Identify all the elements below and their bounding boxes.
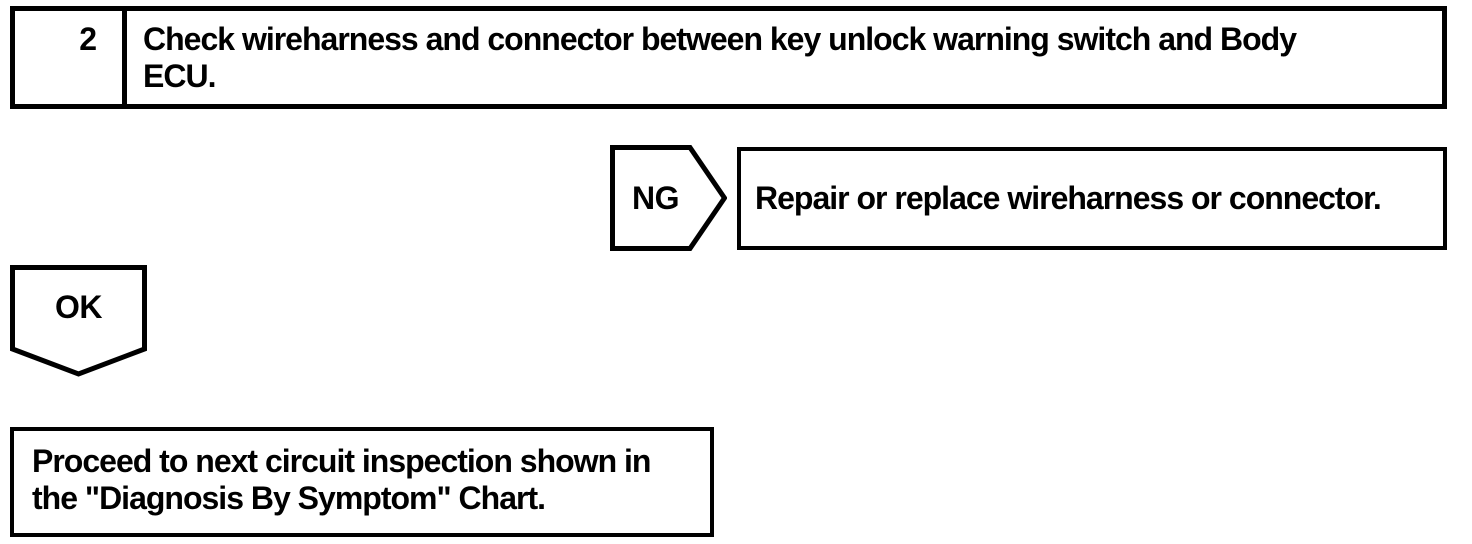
ng-connector: NG — [610, 145, 727, 251]
ng-label: NG — [632, 179, 680, 216]
ok-connector: OK — [10, 265, 147, 377]
ng-pentagon-icon — [610, 145, 727, 251]
step-instruction-cell: Check wireharness and connector between … — [127, 11, 1442, 104]
ok-label: OK — [55, 288, 103, 325]
ok-action-text: Proceed to next circuit inspection shown… — [32, 443, 651, 516]
ok-pentagon-icon — [10, 265, 147, 377]
step-number-cell: 2 — [15, 11, 127, 104]
ng-action-box: Repair or replace wireharness or connect… — [737, 147, 1447, 250]
step-box: 2 Check wireharness and connector betwee… — [10, 6, 1447, 109]
step-instruction-text: Check wireharness and connector between … — [143, 21, 1297, 94]
ng-action-text: Repair or replace wireharness or connect… — [755, 180, 1382, 216]
ok-action-box: Proceed to next circuit inspection shown… — [10, 427, 714, 537]
step-number: 2 — [79, 21, 97, 57]
